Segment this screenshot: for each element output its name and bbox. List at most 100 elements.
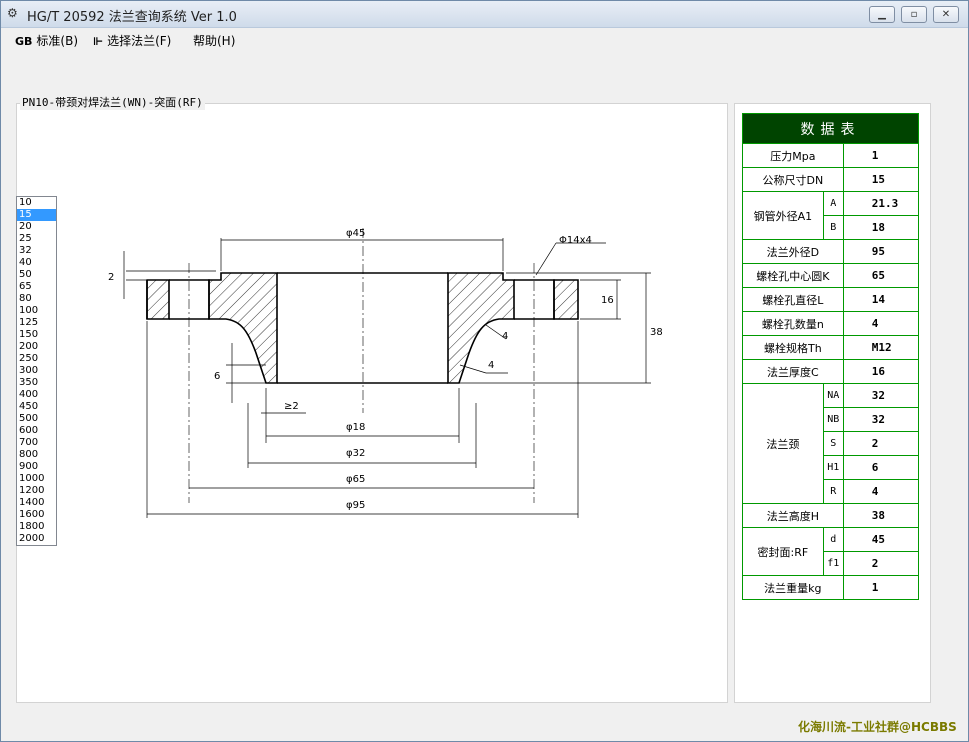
value-bolt-spec: M12 (842, 335, 920, 360)
value-dn: 15 (842, 167, 920, 192)
label-height: 法兰高度H (742, 503, 844, 528)
value-pipe-b: 18 (842, 215, 920, 240)
dn-list-item[interactable]: 200 (19, 341, 39, 352)
dim-s: ≥2 (284, 401, 299, 412)
label-bolt-count: 螺栓孔数量n (742, 311, 844, 336)
dn-list-item[interactable]: 10 (19, 197, 32, 208)
footer-credit: 化海川流-工业社群@HCBBS (798, 720, 957, 734)
dn-list-item[interactable]: 600 (19, 425, 39, 436)
dn-list-item[interactable]: 250 (19, 353, 39, 364)
key-pipe-a: A (822, 191, 844, 216)
dn-list-item[interactable]: 1400 (19, 497, 45, 508)
dn-list-item[interactable]: 900 (19, 461, 39, 472)
value-seal-d: 45 (842, 527, 920, 552)
dn-list-item[interactable]: 50 (19, 269, 32, 280)
gb-icon: GB (15, 35, 33, 48)
value-flange-od: 95 (842, 239, 920, 264)
label-dn: 公称尺寸DN (742, 167, 844, 192)
dn-list-item[interactable]: 500 (19, 413, 39, 424)
value-neck-r: 4 (842, 479, 920, 504)
minimize-button[interactable]: ▁ (869, 6, 895, 23)
label-seal: 密封面:RF (742, 527, 824, 576)
dn-list-item[interactable]: 300 (19, 365, 39, 376)
key-seal-d: d (822, 527, 844, 552)
label-pipe-od: 钢管外径A1 (742, 191, 824, 240)
menu-select-flange[interactable]: ⊩选择法兰(F) (93, 32, 171, 49)
flange-section (146, 272, 579, 384)
label-bolt-spec: 螺栓规格Th (742, 335, 844, 360)
value-height: 38 (842, 503, 920, 528)
dn-list-item[interactable]: 15 (17, 209, 56, 221)
dn-list-item[interactable]: 1600 (19, 509, 45, 520)
window-title: HG/T 20592 法兰查询系统 Ver 1.0 (27, 10, 237, 25)
key-seal-f1: f1 (822, 551, 844, 576)
menu-select-flange-label: 选择法兰(F) (107, 34, 172, 48)
dn-list-item[interactable]: 100 (19, 305, 39, 316)
dn-list-item[interactable]: 40 (19, 257, 32, 268)
value-bolt-circle: 65 (842, 263, 920, 288)
flange-icon: ⊩ (93, 35, 104, 48)
dn-list-item[interactable]: 400 (19, 389, 39, 400)
dim-d95: φ95 (346, 500, 365, 511)
label-neck: 法兰颈 (742, 383, 824, 504)
label-thickness: 法兰厚度C (742, 359, 844, 384)
dn-list-item[interactable]: 32 (19, 245, 32, 256)
app-icon[interactable]: ⚙ (7, 6, 18, 20)
dn-list-item[interactable]: 2000 (19, 533, 45, 544)
drawing-title: PN10-带颈对焊法兰(WN)-突面(RF) (20, 94, 205, 110)
label-flange-od: 法兰外径D (742, 239, 844, 264)
key-neck-na: NA (822, 383, 844, 408)
dim-r2: 4 (488, 360, 494, 371)
key-neck-r: R (822, 479, 844, 504)
value-pipe-a: 21.3 (842, 191, 920, 216)
label-weight: 法兰重量kg (742, 575, 844, 600)
data-table-header: 数据表 (742, 113, 919, 144)
label-bolt-circle: 螺栓孔中心圆K (742, 263, 844, 288)
dn-list-item[interactable]: 1200 (19, 485, 45, 496)
dim-r1: 4 (502, 331, 508, 342)
key-neck-s: S (822, 431, 844, 456)
key-pipe-b: B (822, 215, 844, 240)
value-neck-s: 2 (842, 431, 920, 456)
key-neck-h1: H1 (822, 455, 844, 480)
dn-list-item[interactable]: 65 (19, 281, 32, 292)
flange-drawing: φ45 Φ14x4 2 16 38 4 4 6 ≥2 φ18 φ32 φ65 φ… (108, 228, 663, 518)
value-neck-nb: 32 (842, 407, 920, 432)
menu-standard-label: 标准(B) (36, 34, 79, 48)
dim-k: φ65 (346, 474, 365, 485)
maximize-button[interactable]: ▫ (901, 6, 927, 23)
dn-list-item[interactable]: 80 (19, 293, 32, 304)
value-bolt-count: 4 (842, 311, 920, 336)
dn-list-item[interactable]: 25 (19, 233, 32, 244)
dim-f1: 2 (108, 272, 114, 283)
dn-list-item[interactable]: 450 (19, 401, 39, 412)
value-neck-na: 32 (842, 383, 920, 408)
center-lines (188, 228, 535, 503)
value-weight: 1 (842, 575, 920, 600)
dim-bolt: Φ14x4 (559, 235, 592, 246)
dim-d: φ45 (346, 228, 365, 239)
dimension-labels: φ45 Φ14x4 2 16 38 4 4 6 ≥2 φ18 φ32 φ65 φ… (108, 228, 663, 511)
dn-list-item[interactable]: 700 (19, 437, 39, 448)
dn-list-item[interactable]: 350 (19, 377, 39, 388)
value-pressure: 1 (842, 143, 920, 168)
key-neck-nb: NB (822, 407, 844, 432)
dn-list-item[interactable]: 20 (19, 221, 32, 232)
drawing-panel (16, 103, 728, 703)
dn-list-item[interactable]: 150 (19, 329, 39, 340)
dn-list-item[interactable]: 800 (19, 449, 39, 460)
value-seal-f1: 2 (842, 551, 920, 576)
dimension-lines (123, 238, 651, 518)
title-bar[interactable]: ⚙ HG/T 20592 法兰查询系统 Ver 1.0 ▁ ▫ ✕ (1, 1, 968, 28)
dn-list-item[interactable]: 125 (19, 317, 39, 328)
dn-list-item[interactable]: 1800 (19, 521, 45, 532)
menu-help[interactable]: 帮助(H) (193, 32, 235, 49)
close-button[interactable]: ✕ (933, 6, 959, 23)
label-bolt-hole-d: 螺栓孔直径L (742, 287, 844, 312)
dn-list-item[interactable]: 1000 (19, 473, 45, 484)
label-pressure: 压力Mpa (742, 143, 844, 168)
dim-h1: 6 (214, 371, 220, 382)
